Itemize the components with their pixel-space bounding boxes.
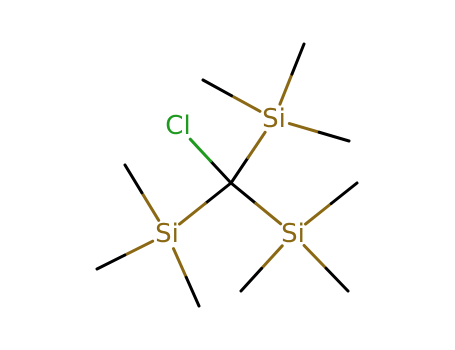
bond-segment [254,201,283,226]
bond-segment [229,94,262,113]
bond-segment [201,78,233,98]
atom-label-si-left: Si [155,219,179,249]
bond-c1-si_top [229,130,267,185]
bond-segment [329,181,359,206]
bond-si_left-me5 [95,239,155,271]
bond-segment [287,122,321,134]
bond-segment [209,159,233,185]
bond-si_left-me6 [171,247,201,308]
bond-segment [203,181,233,206]
bond-segment [239,266,264,293]
atom-label-cl: Cl [165,111,190,141]
bond-segment [317,130,351,143]
bond-segment [304,202,333,226]
bond-c1-cl [188,137,233,185]
bond-segment [290,42,306,76]
bond-segment [95,253,127,271]
bond-si_right-me8 [239,244,284,293]
bond-si_right-me7 [304,181,359,226]
bond-c1-si_right [229,181,283,226]
bond-segment [140,191,161,222]
bond-segment [246,130,267,160]
bond-segment [171,247,188,279]
bond-segment [229,156,250,185]
bond-segment [123,239,155,257]
bond-segment [260,244,284,270]
bond-layer [95,42,359,308]
bond-c1-si_left [178,181,233,226]
bond-segment [324,266,350,293]
atom-label-layer: Cl Si Si Si [155,104,305,249]
bond-segment [278,72,294,106]
atom-label-si-top: Si [262,104,286,134]
bond-segment [229,181,258,205]
atom-label-si-right: Si [281,219,305,249]
bond-si_top-me1 [278,42,306,106]
bond-segment [123,163,144,195]
bond-segment [188,137,213,163]
bond-si_left-me4 [123,163,161,222]
bond-si_top-me2 [201,78,262,113]
bond-segment [302,244,328,270]
bond-segment [178,202,207,226]
bond-si_top-me3 [287,122,351,143]
bond-segment [184,275,201,308]
bond-si_right-me9 [302,244,350,293]
